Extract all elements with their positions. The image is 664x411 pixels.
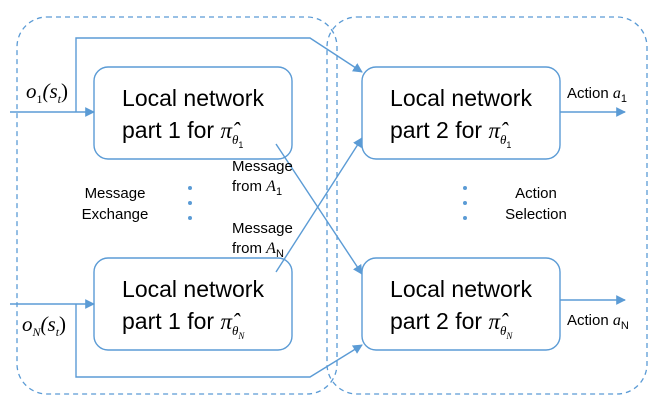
action-selection-label-line1: Action [515, 185, 557, 202]
box-subtitle: part 1 for π̂θ1 [122, 117, 243, 150]
box-bottom-right-text: Local network part 2 for π̂θN [390, 276, 532, 341]
box-bottom-left [93, 257, 293, 351]
box-title: Local network [390, 85, 532, 111]
message-from-an-line2: from AN [232, 240, 284, 260]
box-title: Local network [122, 85, 264, 111]
action-selection-label-line2: Selection [505, 206, 567, 223]
left-group-dashed-border [16, 16, 338, 395]
action-an-label: Action aN [567, 312, 629, 332]
bypass-arrow-bottom [75, 304, 363, 378]
box-bottom-left-text: Local network part 1 for π̂θN [122, 276, 264, 341]
right-group-dashed-border [326, 16, 648, 395]
message-arrow-an [275, 137, 363, 273]
action-a1-label: Action a1 [567, 85, 627, 105]
message-from-a1-line2: from A1 [232, 178, 282, 198]
message-exchange-label-line2: Exchange [82, 206, 149, 223]
box-bottom-right [361, 257, 561, 351]
input-label-bottom: oN(st) [22, 312, 66, 339]
box-top-right [361, 66, 561, 160]
ellipsis-left [188, 186, 192, 220]
box-top-right-text: Local network part 2 for π̂θ1 [390, 85, 532, 150]
box-title: Local network [390, 276, 532, 302]
box-subtitle: part 2 for π̂θN [390, 308, 513, 341]
box-top-left-text: Local network part 1 for π̂θ1 [122, 85, 264, 150]
box-top-left [93, 66, 293, 160]
box-subtitle: part 1 for π̂θN [122, 308, 245, 341]
message-exchange-label-line1: Message [85, 185, 146, 202]
ellipsis-right [463, 186, 467, 220]
message-arrow-a1 [275, 143, 363, 275]
bypass-arrow-top [75, 37, 363, 112]
message-from-an-line1: Message [232, 220, 293, 237]
message-from-a1-line1: Message [232, 158, 293, 175]
box-title: Local network [122, 276, 264, 302]
input-label-top: o1(st) [26, 79, 68, 106]
